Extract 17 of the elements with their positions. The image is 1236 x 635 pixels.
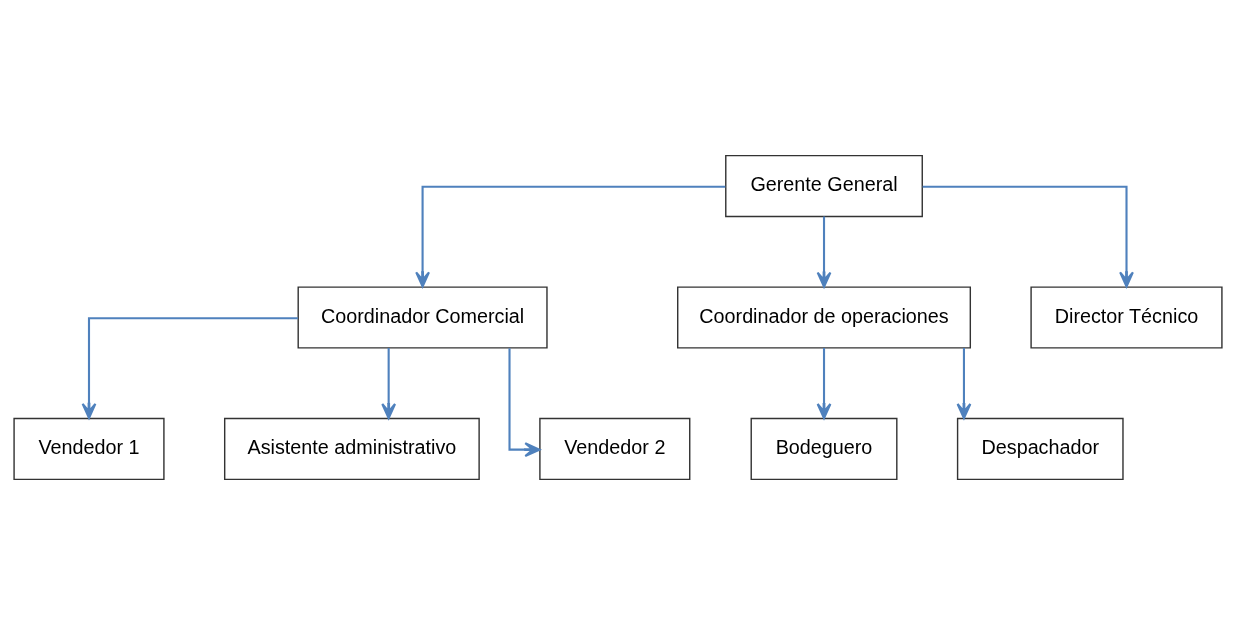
arrow xyxy=(922,185,1134,288)
node-box: Asistente administrativo xyxy=(224,417,480,481)
arrow xyxy=(816,216,832,288)
arrow xyxy=(381,348,397,420)
node-box: Bodeguero xyxy=(750,417,898,481)
node-box: Gerente General xyxy=(725,154,923,218)
node-box: Vendedor 1 xyxy=(13,417,165,481)
arrow xyxy=(508,348,541,458)
node-box: Coordinador Comercial xyxy=(297,286,548,349)
arrow xyxy=(81,317,298,420)
arrow xyxy=(956,348,972,420)
node-box: Vendedor 2 xyxy=(539,417,691,481)
node-box: Coordinador de operaciones xyxy=(677,286,972,349)
node-box: Director Técnico xyxy=(1030,286,1223,349)
node-box: Despachador xyxy=(956,417,1124,481)
arrow xyxy=(816,348,832,420)
arrow xyxy=(415,185,726,288)
